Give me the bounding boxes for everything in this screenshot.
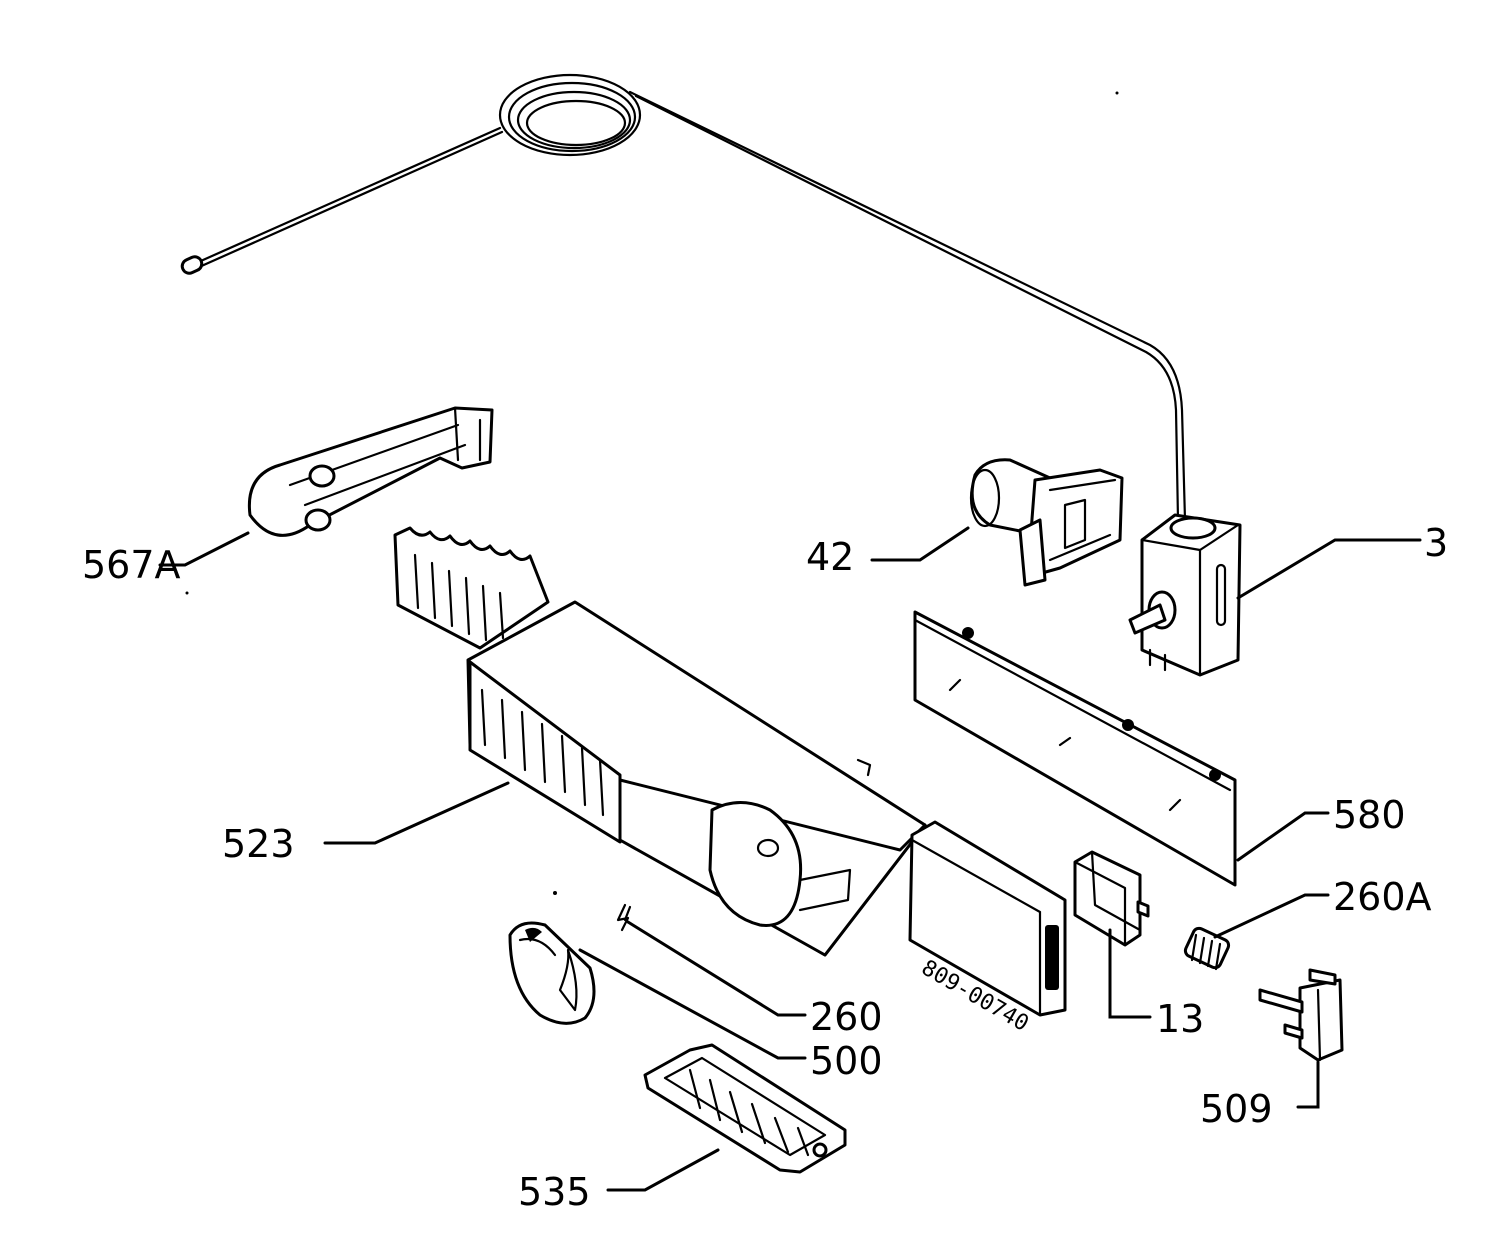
scan-speck [553, 891, 557, 895]
scan-speck [1115, 91, 1119, 95]
label-260: 260 [810, 995, 883, 1039]
label-500: 500 [810, 1039, 883, 1083]
drain-tray [643, 1043, 847, 1174]
light-shield: 809-00740 [908, 820, 1067, 1037]
capillary-tube [180, 73, 1187, 522]
thermostat-control [1128, 513, 1242, 677]
label-567a: 567A [82, 543, 181, 587]
lamp-socket [969, 458, 1124, 587]
terminal-connector [1258, 968, 1344, 1062]
cover-plate [913, 610, 1237, 887]
housing-grille [393, 526, 550, 650]
label-3: 3 [1424, 521, 1448, 565]
label-260a: 260A [1333, 875, 1432, 919]
label-523: 523 [222, 822, 295, 866]
callout-labels: 3 42 567A 523 580 260A 13 260 500 509 53… [82, 521, 1448, 1214]
leader-lines [158, 526, 1422, 1192]
handle-bracket [247, 406, 494, 537]
thermostat-housing [466, 600, 927, 957]
scan-speck [185, 591, 189, 595]
label-42: 42 [806, 535, 854, 579]
label-580: 580 [1333, 793, 1406, 837]
control-knob [508, 921, 596, 1025]
label-13: 13 [1156, 997, 1204, 1041]
spring [1183, 926, 1231, 971]
label-509: 509 [1200, 1087, 1273, 1131]
clip [616, 903, 632, 932]
door-switch [1073, 850, 1150, 947]
label-535: 535 [518, 1170, 591, 1214]
